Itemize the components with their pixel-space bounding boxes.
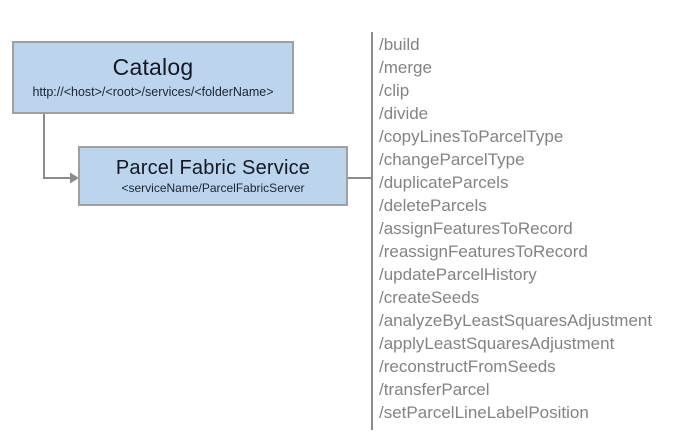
catalog-node: Catalog http://<host>/<root>/services/<f… xyxy=(12,41,294,114)
operation-item: /reconstructFromSeeds xyxy=(379,357,556,376)
operation-item: /deleteParcels xyxy=(379,196,487,215)
operation-item: /changeParcelType xyxy=(379,150,525,169)
operation-item: /setParcelLineLabelPosition xyxy=(379,403,589,422)
catalog-to-service-connector xyxy=(43,114,70,179)
operation-item: /duplicateParcels xyxy=(379,173,509,192)
operations-list: /build/merge/clip/divide/copyLinesToParc… xyxy=(379,33,679,424)
parcel-fabric-service-node-title: Parcel Fabric Service xyxy=(115,156,311,179)
operation-item: /transferParcel xyxy=(379,380,490,399)
operation-item: /merge xyxy=(379,58,432,77)
operation-item: /build xyxy=(379,35,420,54)
catalog-node-title: Catalog xyxy=(112,54,194,81)
parcel-fabric-service-node-path: <serviceName/ParcelFabricServer xyxy=(121,180,305,195)
operation-item: /applyLeastSquaresAdjustment xyxy=(379,334,615,353)
operation-item: /divide xyxy=(379,104,429,123)
operation-item: /assignFeaturesToRecord xyxy=(379,219,573,238)
operation-item: /reassignFeaturesToRecord xyxy=(379,242,588,261)
operation-item: /updateParcelHistory xyxy=(379,265,537,284)
parcel-fabric-service-node: Parcel Fabric Service <serviceName/Parce… xyxy=(78,146,348,206)
operation-item: /copyLinesToParcelType xyxy=(379,127,564,146)
operation-item: /clip xyxy=(379,81,410,100)
operation-item: /createSeeds xyxy=(379,288,480,307)
catalog-node-url: http://<host>/<root>/services/<folderNam… xyxy=(32,84,274,99)
operation-item: /analyzeByLeastSquaresAdjustment xyxy=(379,311,653,330)
